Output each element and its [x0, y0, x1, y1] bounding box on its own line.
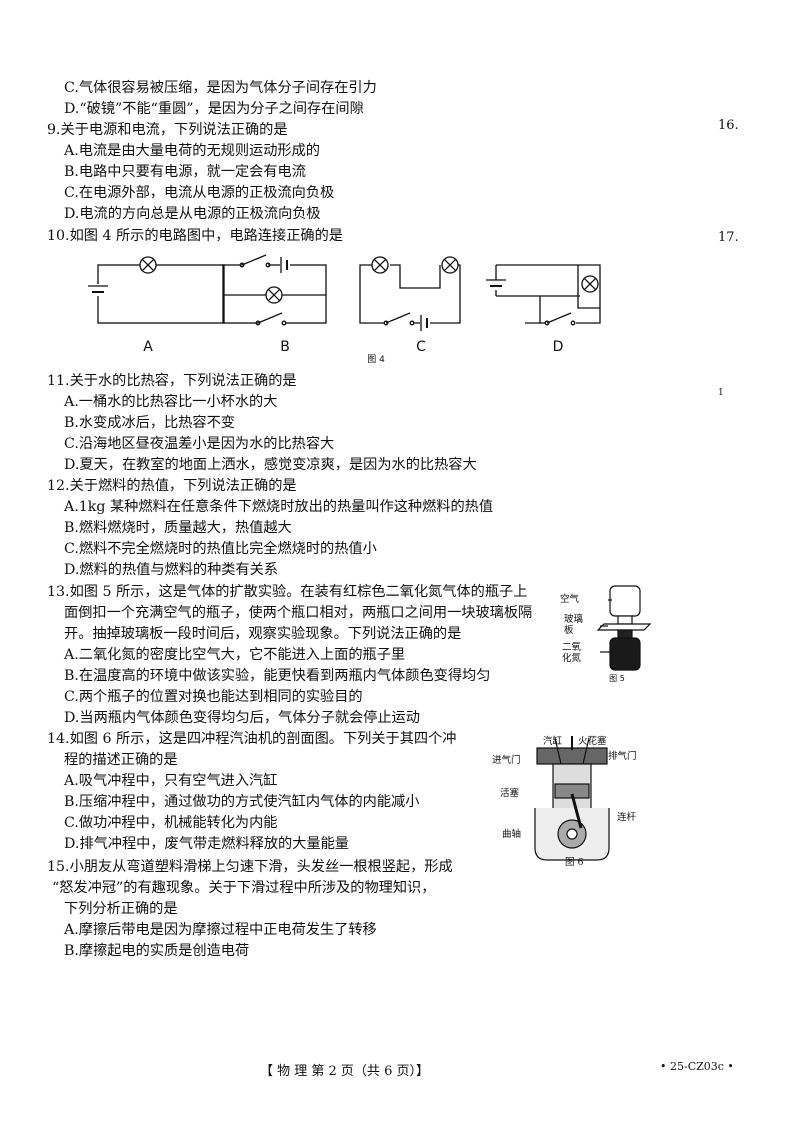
label-glass-plate: 玻璃板 [564, 614, 584, 636]
figure-5-caption: 图 5 [609, 674, 625, 683]
option-14c: C.做功冲程中，机械能转化为内能 [64, 815, 278, 831]
label-cylinder: 汽缸 [543, 736, 563, 747]
circuit-label-d: D [553, 339, 564, 355]
question-10: 10.如图 4 所示的电路图中，电路连接正确的是 [47, 228, 343, 244]
circuit-label-b: B [280, 339, 290, 355]
question-14-line2: 程的描述正确的是 [64, 752, 178, 768]
figure-5-bottles: 图 5 [596, 585, 652, 683]
question-13-line3: 开。抽掉玻璃板一段时间后，观察实验现象。下列说法正确的是 [64, 626, 462, 642]
figure-6-engine [534, 736, 610, 861]
question-13-line1: 13.如图 5 所示，这是气体的扩散实验。在装有红棕色二氧化氮气体的瓶子上 [47, 584, 528, 600]
option-9a: A.电流是由大量电荷的无规则运动形成的 [64, 143, 320, 159]
option-9b: B.电路中只要有电源，就一定会有电流 [64, 164, 306, 180]
option-15a: A.摩擦后带电是因为摩擦过程中正电荷发生了转移 [64, 922, 377, 938]
margin-number-1: 1 [718, 388, 724, 398]
question-11: 11.关于水的比热容，下列说法正确的是 [47, 373, 297, 389]
question-13-line2: 面倒扣一个充满空气的瓶子，使两个瓶口相对，两瓶口之间用一块玻璃板隔 [64, 605, 533, 621]
option-14d: D.排气冲程中，废气带走燃料释放的大量能量 [64, 836, 349, 852]
label-no2: 二氧化氮 [562, 642, 582, 664]
question-15-line1: 15.小朋友从弯道塑料滑梯上匀速下滑，头发丝一根根竖起，形成 [47, 859, 453, 875]
figure-4-circuits: A B C D 图 4 [88, 254, 601, 365]
question-15-line2: “怒发冲冠”的有趣现象。关于下滑过程中所涉及的物理知识， [52, 880, 436, 896]
intake-valve [554, 737, 562, 765]
question-9: 9.关于电源和电流，下列说法正确的是 [47, 122, 288, 138]
circuit-d [486, 264, 601, 328]
option-13d: D.当两瓶内气体颜色变得均匀后，气体分子就会停止运动 [64, 710, 420, 726]
question-12: 12.关于燃料的热值，下列说法正确的是 [47, 478, 297, 494]
option-8d: D.“破镜”不能“重圆”，是因为分子之间存在间隙 [64, 101, 364, 117]
option-12c: C.燃料不完全燃烧时的热值比完全燃烧时的热值小 [64, 541, 377, 557]
label-piston: 活塞 [500, 788, 520, 799]
connecting-rod [570, 793, 583, 829]
option-12d: D.燃料的热值与燃料的种类有关系 [64, 562, 279, 578]
option-9d: D.电流的方向总是从电源的正极流向负极 [64, 206, 321, 222]
option-11a: A.一桶水的比热容比一小杯水的大 [64, 394, 278, 410]
option-9c: C.在电源外部，电流从电源的正极流向负极 [64, 185, 335, 201]
question-15-line3: 下列分析正确的是 [64, 901, 178, 917]
margin-number-16: 16. [718, 118, 739, 133]
question-14-line1: 14.如图 6 所示，这是四冲程汽油机的剖面图。下列关于其四个冲 [47, 731, 457, 747]
glass-plate [596, 623, 652, 631]
option-13b: B.在温度高的环境中做该实验，能更快看到两瓶内气体颜色变得均匀 [64, 668, 491, 684]
option-14a: A.吸气冲程中，只有空气进入汽缸 [64, 773, 278, 789]
page-footer: 【 物 理 第 2 页（共 6 页）】 [260, 1064, 429, 1079]
option-13a: A.二氧化氮的密度比空气大，它不能进入上面的瓶子里 [64, 647, 406, 663]
circuit-b [222, 254, 327, 328]
circuit-a [88, 256, 225, 324]
option-13c: C.两个瓶子的位置对换也能达到相同的实验目的 [64, 689, 363, 705]
margin-number-17: 17. [718, 230, 739, 245]
option-8c: C.气体很容易被压缩，是因为气体分子间存在引力 [64, 80, 377, 96]
circuit-label-a: A [143, 339, 153, 355]
label-spark-plug: 火花塞 [578, 736, 607, 747]
air-bottle [609, 585, 641, 617]
exhaust-valve [582, 737, 590, 765]
option-11d: D.夏天，在教室的地面上洒水，感觉变凉爽，是因为水的比热容大 [64, 457, 477, 473]
label-intake-valve: 进气门 [492, 755, 521, 766]
figure-6-caption: 图 6 [565, 857, 584, 868]
label-exhaust-valve: 排气门 [608, 751, 637, 762]
option-12a: A.1kg 某种燃料在任意条件下燃烧时放出的热量叫作这种燃料的热值 [64, 499, 494, 515]
option-12b: B.燃料燃烧时，质量越大，热值越大 [64, 520, 292, 536]
paper-code: • 25-CZ03c • [660, 1060, 734, 1073]
circuit-c [359, 256, 461, 332]
label-crankshaft: 曲轴 [502, 829, 522, 840]
option-11b: B.水变成冰后，比热容不变 [64, 415, 235, 431]
option-11c: C.沿海地区昼夜温差小是因为水的比热容大 [64, 436, 335, 452]
option-15b: B.摩擦起电的实质是创造电荷 [64, 943, 250, 959]
circuit-label-c: C [416, 339, 426, 355]
no2-bottle [609, 637, 641, 671]
option-14b: B.压缩冲程中，通过做功的方式使汽缸内气体的内能减小 [64, 794, 420, 810]
label-air: 空气 [560, 594, 580, 605]
label-connecting-rod: 连杆 [617, 812, 637, 823]
figure-4-caption: 图 4 [367, 354, 385, 365]
